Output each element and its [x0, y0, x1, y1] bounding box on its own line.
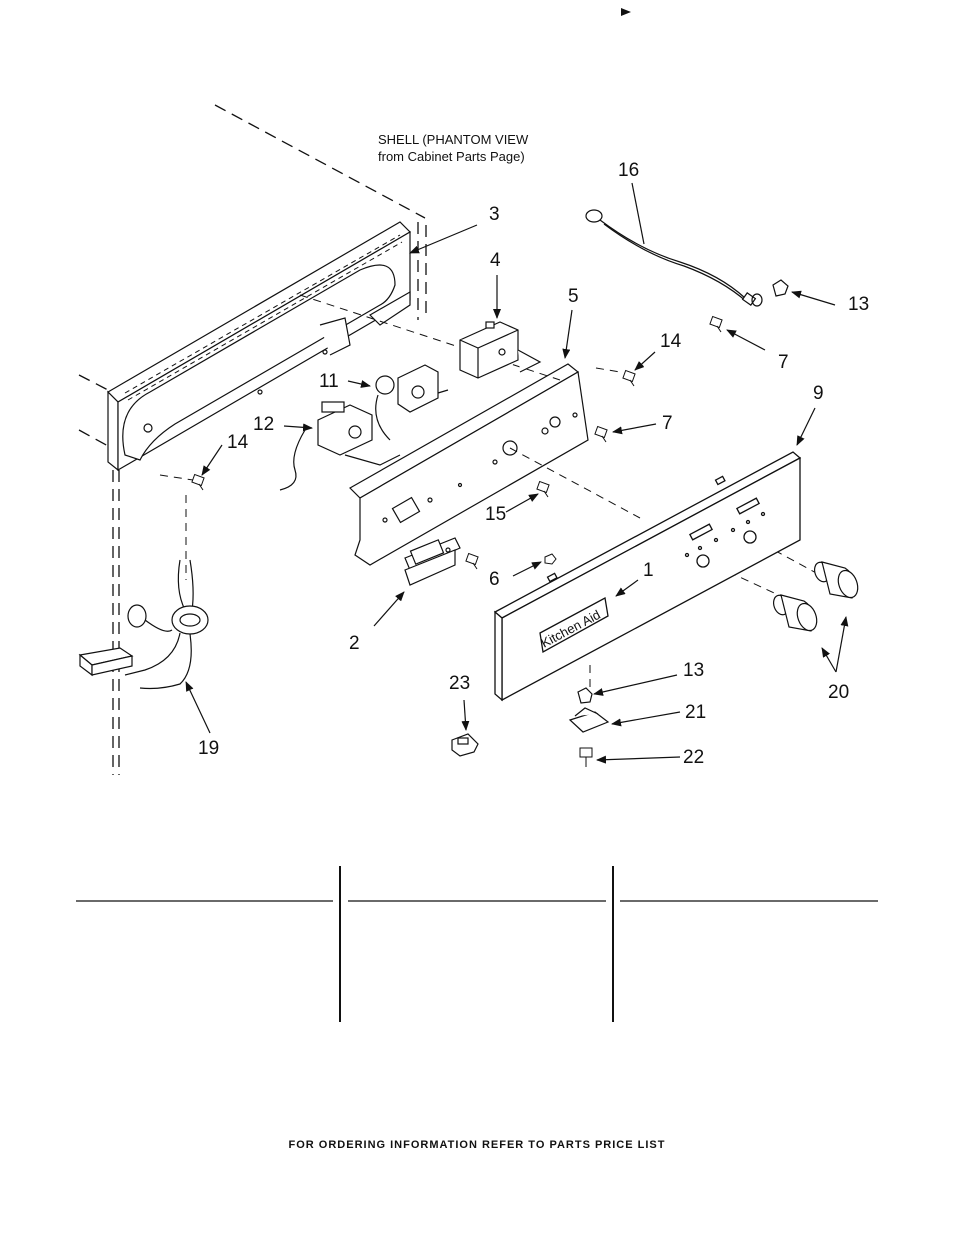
part-9-control-panel	[493, 451, 802, 702]
callout-20: 20	[828, 682, 849, 703]
part-19-wire-harness	[78, 559, 209, 690]
nut-13-lower	[577, 687, 593, 704]
footer-note: FOR ORDERING INFORMATION REFER TO PARTS …	[288, 1139, 666, 1151]
screw-7-mid	[594, 425, 608, 443]
callout-7-mid: 7	[662, 413, 673, 434]
callout-13-top: 13	[848, 294, 869, 315]
knob-upper	[813, 561, 859, 599]
part-5-mounting-bracket	[349, 363, 589, 566]
part-11-thermostat	[375, 364, 449, 441]
screw-7-top	[709, 315, 723, 333]
part-16-ground-wire	[585, 209, 789, 307]
callout-6: 6	[489, 569, 500, 590]
callout-4: 4	[490, 250, 501, 271]
shell-label-line1: SHELL (PHANTOM VIEW	[378, 132, 529, 147]
leader-lines	[185, 224, 849, 764]
screw-22	[579, 747, 593, 767]
screw-14-upper	[622, 369, 636, 387]
part-2-connector	[404, 537, 461, 586]
screw-14-lower	[191, 473, 205, 491]
callout-11: 11	[319, 371, 339, 392]
screws	[191, 315, 723, 767]
callout-16: 16	[618, 160, 639, 181]
callout-1: 1	[643, 560, 654, 581]
callout-19: 19	[198, 738, 219, 759]
callout-9: 9	[813, 383, 824, 404]
nut-6	[544, 553, 557, 565]
callout-21: 21	[685, 702, 706, 723]
callout-23: 23	[449, 673, 470, 694]
callout-2: 2	[349, 633, 360, 654]
callout-14-top: 14	[660, 331, 682, 352]
screw-15	[536, 480, 550, 498]
callout-7-top: 7	[778, 352, 789, 373]
knob-lower	[772, 594, 818, 632]
callout-15: 15	[485, 504, 506, 525]
callout-22: 22	[683, 747, 704, 768]
callout-5: 5	[568, 286, 579, 307]
part-12-thermostat	[279, 401, 401, 491]
callout-3: 3	[489, 204, 500, 225]
callout-12: 12	[253, 414, 274, 435]
shell-phantom-outline	[78, 104, 427, 775]
screw-15b	[465, 552, 479, 570]
parts-table-frame	[76, 866, 878, 1022]
leader-16	[631, 182, 645, 245]
part-4-switch	[459, 321, 542, 379]
part-3-vent-slots	[124, 234, 403, 401]
shell-label-line2: from Cabinet Parts Page)	[378, 149, 525, 164]
callouts: 3 4 5 16 13 14 7 9 7 11 12 14 15 6 1 2 2…	[198, 160, 869, 768]
part-23	[451, 733, 479, 757]
callout-13-bottom: 13	[683, 660, 704, 681]
part-21-clip	[568, 707, 610, 733]
part-3-bracket	[107, 221, 411, 472]
part-20-knobs	[772, 561, 859, 632]
callout-14-lower: 14	[227, 432, 249, 453]
